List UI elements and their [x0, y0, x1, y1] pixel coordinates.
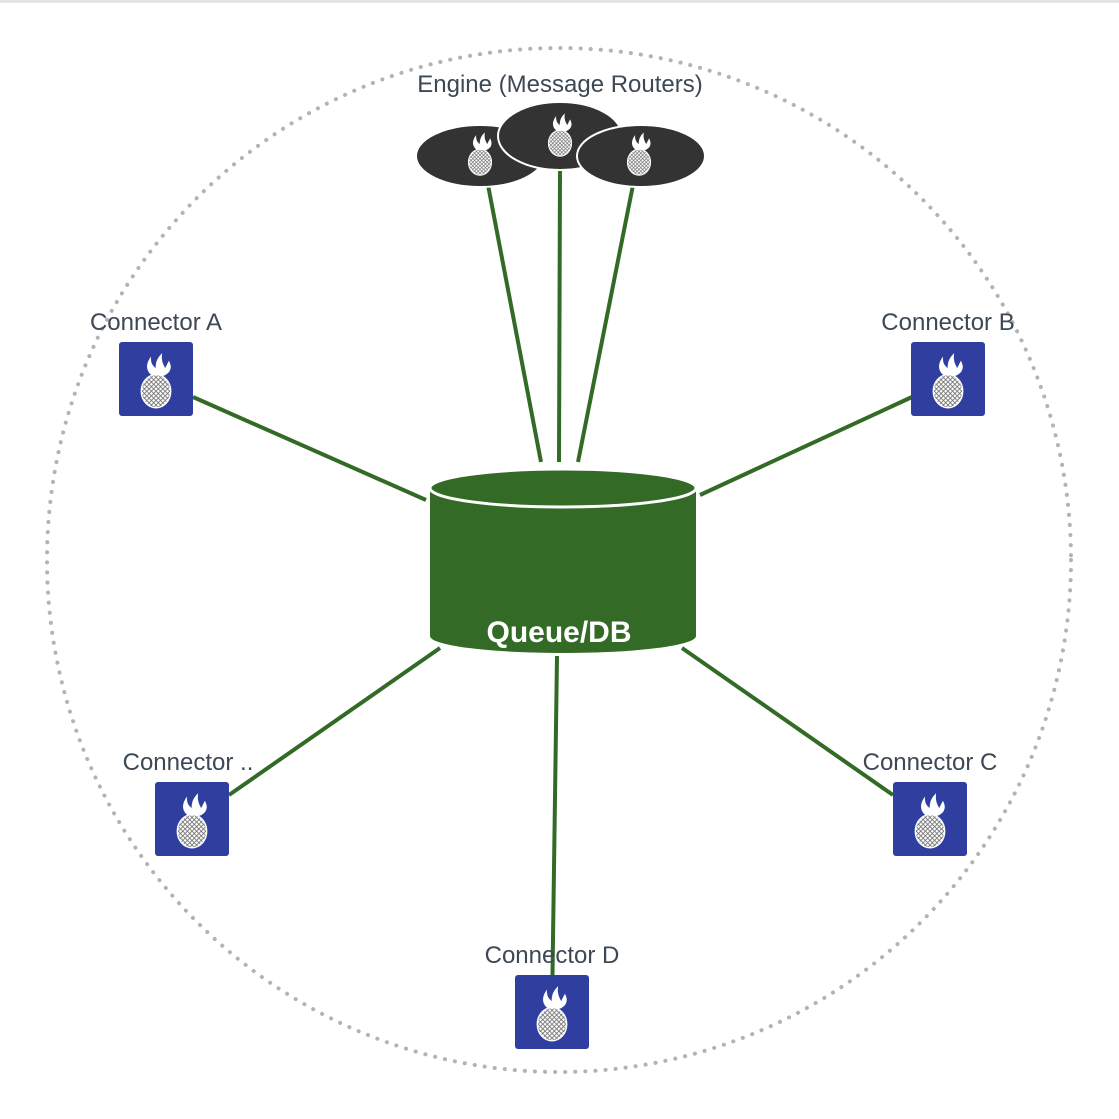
connector-b[interactable]: Connector B — [881, 309, 1015, 416]
database-top — [428, 467, 698, 509]
connection-lines — [192, 167, 913, 1011]
engine-label: Engine (Message Routers) — [417, 71, 702, 98]
link-engine-right — [576, 184, 635, 463]
connector-e[interactable]: Connector .. — [123, 749, 254, 856]
database-label: Queue/DB — [486, 616, 631, 649]
database-cylinder-icon — [430, 488, 696, 653]
connector-c[interactable]: Connector C — [863, 749, 998, 856]
queue-database[interactable]: Queue/DB — [428, 467, 698, 653]
connector-c-label: Connector C — [863, 749, 998, 776]
link-connector-d — [550, 655, 559, 1011]
connector-d[interactable]: Connector D — [485, 942, 620, 1049]
top-border — [0, 0, 1119, 3]
link-connector-e — [227, 646, 442, 797]
connector-e-label: Connector .. — [123, 749, 254, 776]
link-engine-center — [557, 167, 562, 463]
connector-a[interactable]: Connector A — [90, 309, 222, 416]
connector-a-label: Connector A — [90, 309, 222, 336]
link-engine-left — [486, 184, 543, 463]
link-connector-a — [192, 395, 427, 502]
connector-d-label: Connector D — [485, 942, 620, 969]
connector-b-label: Connector B — [881, 309, 1014, 336]
link-connector-c — [680, 646, 895, 797]
engine-cluster[interactable]: Engine (Message Routers) — [415, 71, 706, 188]
link-connector-b — [699, 395, 913, 497]
system-boundary — [45, 46, 1073, 1074]
